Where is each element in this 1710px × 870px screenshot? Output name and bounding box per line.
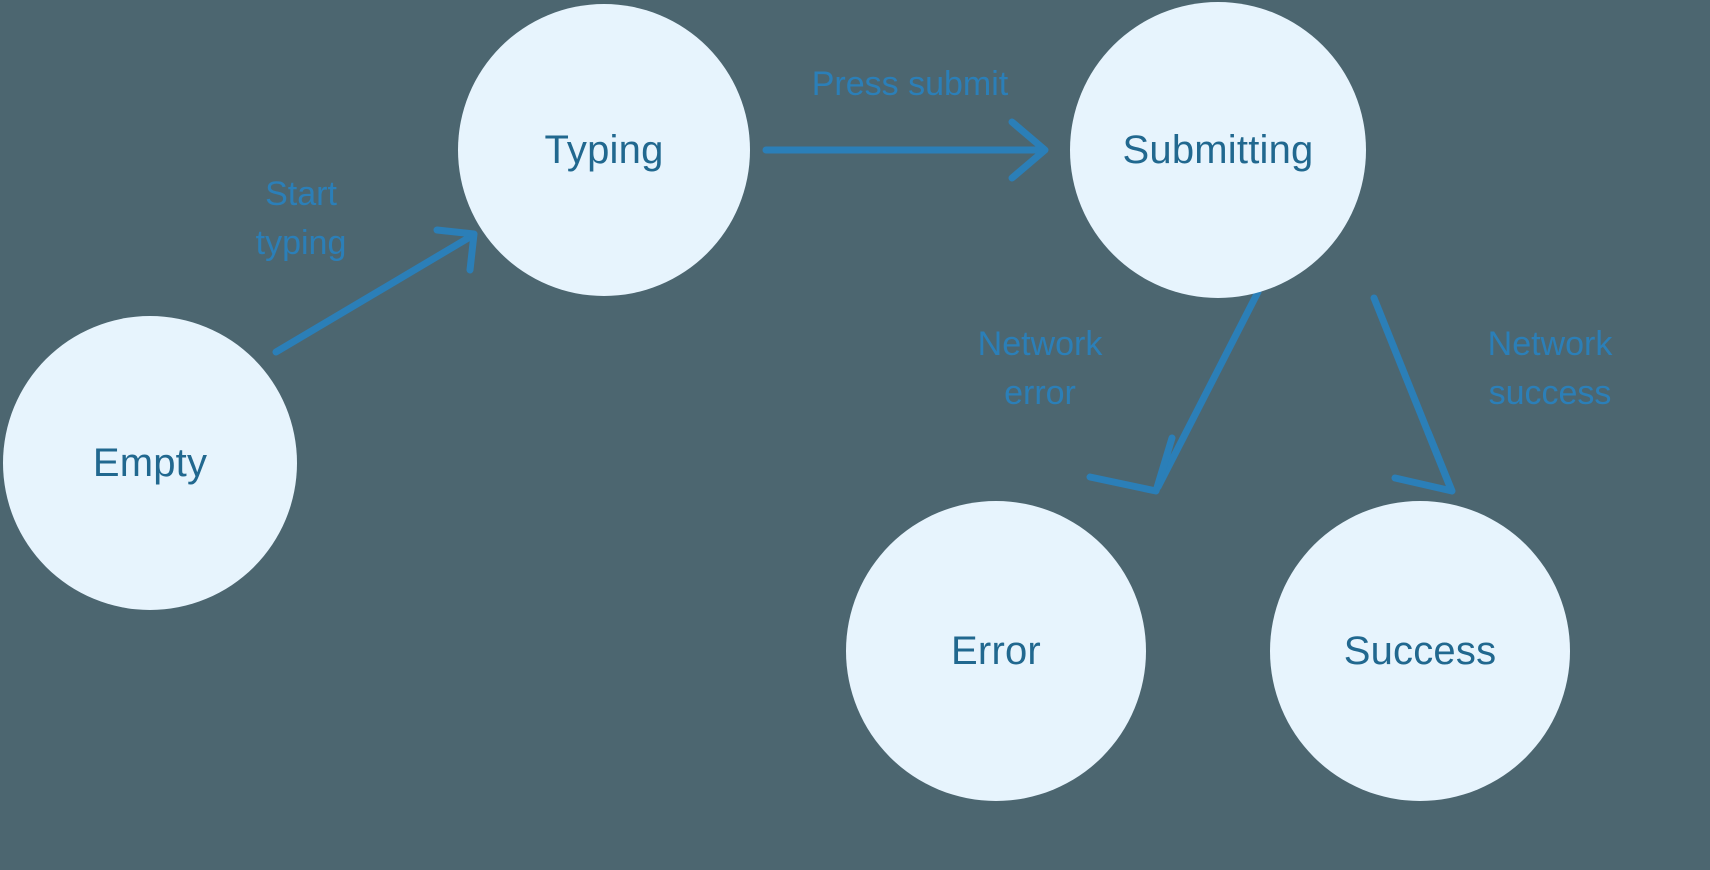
- state-node-error[interactable]: Error: [846, 501, 1146, 801]
- arrow-network-error: [1086, 288, 1262, 495]
- state-node-success[interactable]: Success: [1270, 501, 1570, 801]
- arrow-press-submit: [762, 118, 1049, 182]
- state-node-empty[interactable]: Empty: [3, 316, 297, 610]
- state-label-empty: Empty: [92, 441, 208, 485]
- arrow-start-typing: [272, 226, 478, 356]
- state-node-typing[interactable]: Typing: [458, 4, 750, 296]
- state-label-typing: Typing: [544, 128, 664, 172]
- transition-label-start-typing: Start typing: [255, 175, 347, 263]
- arrow-network-success: [1370, 294, 1456, 495]
- transition-label-network-error: Network error: [977, 325, 1103, 413]
- transition-label-network-success: Network success: [1487, 325, 1613, 413]
- state-label-submitting: Submitting: [1122, 128, 1314, 172]
- transition-label-press-submit: Press submit: [811, 65, 1009, 103]
- state-label-success: Success: [1343, 629, 1497, 673]
- state-label-error: Error: [951, 629, 1041, 673]
- state-node-submitting[interactable]: Submitting: [1070, 2, 1366, 298]
